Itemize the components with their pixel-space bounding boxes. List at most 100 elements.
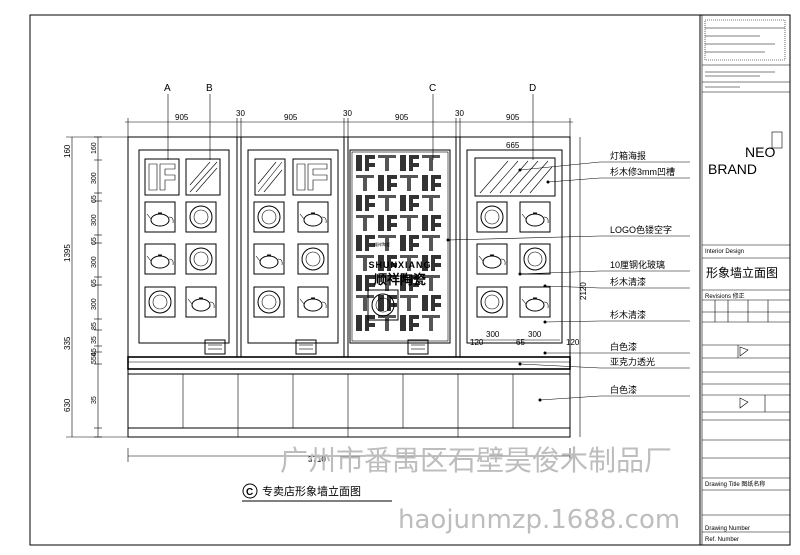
- plate-inner: [305, 251, 321, 267]
- annotation-label: 灯箱海报: [610, 150, 646, 161]
- teapot-spout: [299, 213, 327, 224]
- plate-icon: [257, 290, 281, 314]
- central-logo-panel: SHUNXIANG 顺祥陶瓷 顺祥陶瓷: [351, 151, 449, 342]
- pattern-glyph: [356, 235, 375, 251]
- teapot-frame: [476, 243, 508, 275]
- column-1-items: [144, 201, 217, 318]
- pattern-glyph: [356, 155, 375, 171]
- teapot-icon: [482, 255, 502, 269]
- plate-frame: [185, 201, 217, 233]
- pattern-glyph: [378, 255, 397, 271]
- lower-dim-4: 120: [470, 338, 484, 347]
- plate-inner: [484, 209, 500, 225]
- pattern-glyph: [378, 175, 397, 191]
- lower-dim-5: 120: [566, 338, 580, 347]
- leader-line: [519, 363, 601, 369]
- left-dimensions: 160 1395 335 630 16030065300653006530085…: [63, 136, 128, 438]
- drawing-title-label: Drawing Title 图纸名称: [705, 480, 765, 488]
- pattern-glyph: [400, 215, 418, 231]
- teapot-icon: [150, 213, 170, 227]
- pattern-glyph: [400, 255, 418, 271]
- plate-frame: [185, 243, 217, 275]
- top-dim-2: 30: [236, 109, 245, 118]
- plate-frame: [476, 286, 508, 318]
- d-panel-dim: 665: [506, 141, 520, 150]
- column-2-items: [253, 201, 329, 318]
- section-letter-a: A: [164, 83, 171, 94]
- pattern-glyph: [422, 215, 441, 231]
- logo-glyphs: [144, 158, 332, 196]
- leader-dot: [543, 284, 547, 288]
- left-outer-dim-4: 630: [63, 398, 72, 412]
- left-outer-dim-2: 1395: [63, 244, 72, 262]
- pattern-glyph: [422, 195, 440, 211]
- pattern-glyph: [378, 235, 396, 251]
- top-dim-4: 30: [343, 109, 352, 118]
- watermark-company: 广州市番禺区石壁昊俊木制品厂: [280, 444, 672, 477]
- top-dimensions: 905 30 905 30 905 30 905 665: [125, 109, 573, 151]
- lower-dim-2: 65: [516, 338, 525, 347]
- teapot-icon: [303, 213, 323, 227]
- left-outer-dim-1: 160: [63, 144, 72, 158]
- lower-dim-3: 300: [528, 330, 542, 339]
- plate-inner: [484, 294, 500, 310]
- left-inner-dim: 300: [91, 172, 98, 184]
- pattern-glyph: [378, 315, 396, 331]
- left-inner-dim: 550: [91, 352, 98, 364]
- plate-icon: [148, 290, 172, 314]
- left-inner-dim: 65: [91, 195, 98, 203]
- pattern-glyph: [400, 175, 418, 191]
- watermark-url: haojunmzp.1688.com: [398, 505, 680, 535]
- plate-inner: [261, 209, 277, 225]
- pattern-glyph: [378, 195, 396, 211]
- leader-line: [447, 235, 601, 241]
- pattern-glyph: [356, 275, 375, 291]
- lower-dim-1: 300: [486, 330, 500, 339]
- leader-dot: [518, 362, 522, 366]
- lower-detail-dimensions: 300 65 300 120 120: [470, 330, 580, 347]
- leader-dot: [546, 180, 550, 184]
- plate-inner: [193, 209, 209, 225]
- plate-icon: [189, 247, 213, 271]
- plate-icon: [480, 205, 504, 229]
- plate-inner: [193, 251, 209, 267]
- annotation-label: 杉木清漆: [610, 276, 646, 287]
- teapot-frame: [519, 201, 551, 233]
- plate-frame: [297, 243, 329, 275]
- leader-line: [544, 285, 601, 289]
- teapot-spout: [478, 255, 506, 266]
- annotation-label: LOGO色镂空字: [610, 224, 672, 235]
- top-dim-5: 905: [395, 113, 409, 122]
- section-letter-d: D: [529, 83, 536, 94]
- pattern-glyph: [400, 195, 419, 211]
- pattern-glyph: [422, 275, 440, 291]
- plate-icon: [189, 205, 213, 229]
- teapot-icon: [525, 298, 545, 312]
- teapot-frame: [253, 243, 285, 275]
- teapot-icon: [259, 255, 279, 269]
- teapot-icon: [525, 213, 545, 227]
- left-inner-dim: 65: [91, 279, 98, 287]
- leader-line: [544, 320, 601, 323]
- top-dim-1: 905: [175, 113, 189, 122]
- top-dim-6: 30: [455, 109, 464, 118]
- leader-line: [519, 161, 601, 171]
- pattern-glyph: [356, 195, 375, 211]
- annotation-label: 杉木清漆: [610, 309, 646, 320]
- teapot-frame: [519, 286, 551, 318]
- lightbox-posters: [185, 157, 556, 197]
- annotation-label: 白色漆: [610, 384, 637, 395]
- teapot-spout: [521, 213, 549, 224]
- annotation-label: 杉木修3mm凹槽: [610, 166, 675, 177]
- pattern-glyph: [378, 155, 396, 171]
- drawing-title-marker: C: [246, 487, 253, 498]
- pattern-glyph: [422, 295, 441, 311]
- plate-frame: [253, 201, 285, 233]
- leader-line: [519, 270, 601, 275]
- teapot-frame: [144, 243, 176, 275]
- plate-icon: [523, 247, 547, 271]
- left-inner-dim: 65: [91, 237, 98, 245]
- leader-dot: [543, 320, 547, 324]
- plate-icon: [480, 290, 504, 314]
- pattern-glyph: [356, 315, 375, 331]
